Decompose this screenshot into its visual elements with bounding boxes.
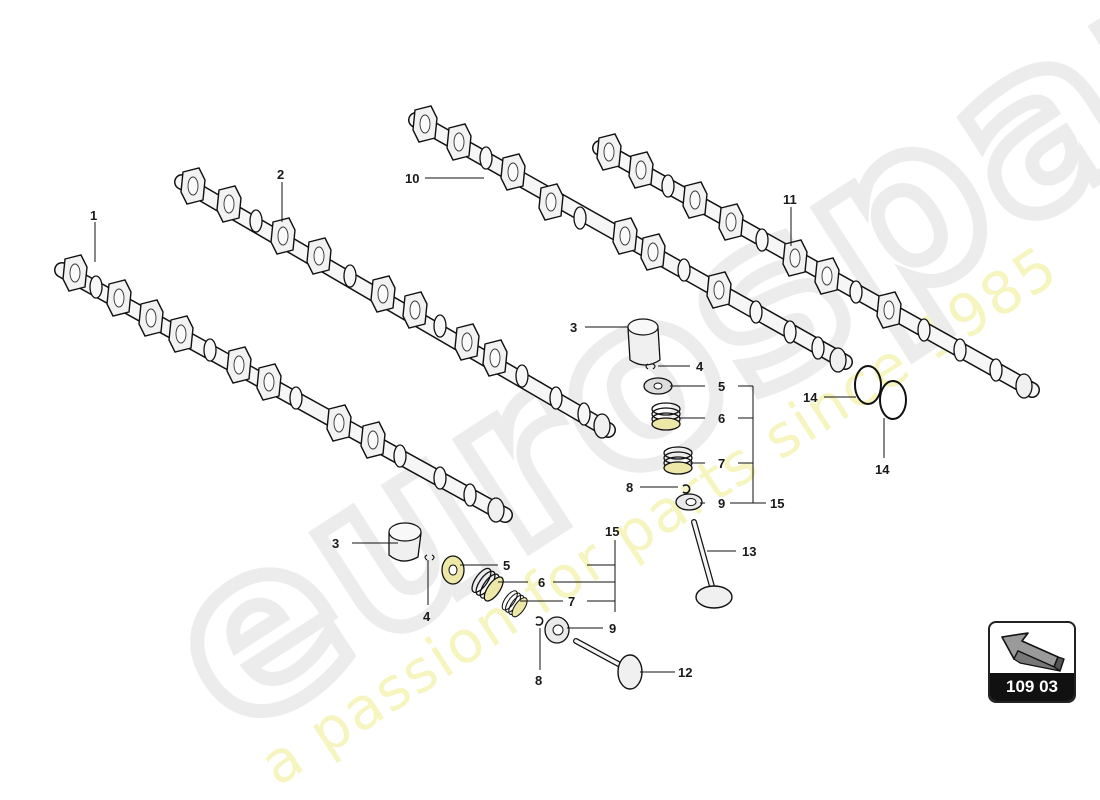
callout-5-lower[interactable]: 5 bbox=[503, 558, 510, 573]
lower-valve-assembly bbox=[388, 522, 643, 690]
callout-3-lower[interactable]: 3 bbox=[332, 536, 339, 551]
camshaft-11 bbox=[592, 133, 1040, 399]
callout-1[interactable]: 1 bbox=[90, 208, 97, 223]
callout-14-bottom[interactable]: 14 bbox=[875, 462, 890, 477]
camshaft-2 bbox=[174, 167, 616, 439]
callout-4-upper[interactable]: 4 bbox=[696, 359, 704, 374]
sealing-rings bbox=[854, 365, 907, 420]
callout-10[interactable]: 10 bbox=[405, 171, 419, 186]
callout-2[interactable]: 2 bbox=[277, 167, 284, 182]
upper-valve-assembly bbox=[627, 318, 733, 609]
callout-7-upper[interactable]: 7 bbox=[718, 456, 725, 471]
callout-9-upper[interactable]: 9 bbox=[718, 496, 725, 511]
reference-badge[interactable]: 109 03 bbox=[988, 621, 1076, 703]
callout-4-lower[interactable]: 4 bbox=[423, 609, 431, 624]
camshaft-10 bbox=[408, 105, 853, 373]
callout-5-upper[interactable]: 5 bbox=[718, 379, 725, 394]
callout-6-upper[interactable]: 6 bbox=[718, 411, 725, 426]
callout-3-upper[interactable]: 3 bbox=[570, 320, 577, 335]
reference-code: 109 03 bbox=[990, 673, 1074, 701]
callout-6-lower[interactable]: 6 bbox=[538, 575, 545, 590]
callout-15-lower[interactable]: 15 bbox=[605, 524, 619, 539]
callout-13[interactable]: 13 bbox=[742, 544, 756, 559]
callout-12[interactable]: 12 bbox=[678, 665, 692, 680]
callout-11[interactable]: 11 bbox=[783, 192, 797, 207]
callout-8-upper[interactable]: 8 bbox=[626, 480, 633, 495]
callout-9-lower[interactable]: 9 bbox=[609, 621, 616, 636]
callout-7-lower[interactable]: 7 bbox=[568, 594, 575, 609]
camshaft-1 bbox=[54, 254, 513, 523]
callout-8-lower[interactable]: 8 bbox=[535, 673, 542, 688]
leader-lines bbox=[94, 177, 885, 673]
callout-15-upper[interactable]: 15 bbox=[770, 496, 784, 511]
arrow-direction-icon bbox=[1001, 632, 1065, 672]
callout-14-left[interactable]: 14 bbox=[803, 390, 818, 405]
